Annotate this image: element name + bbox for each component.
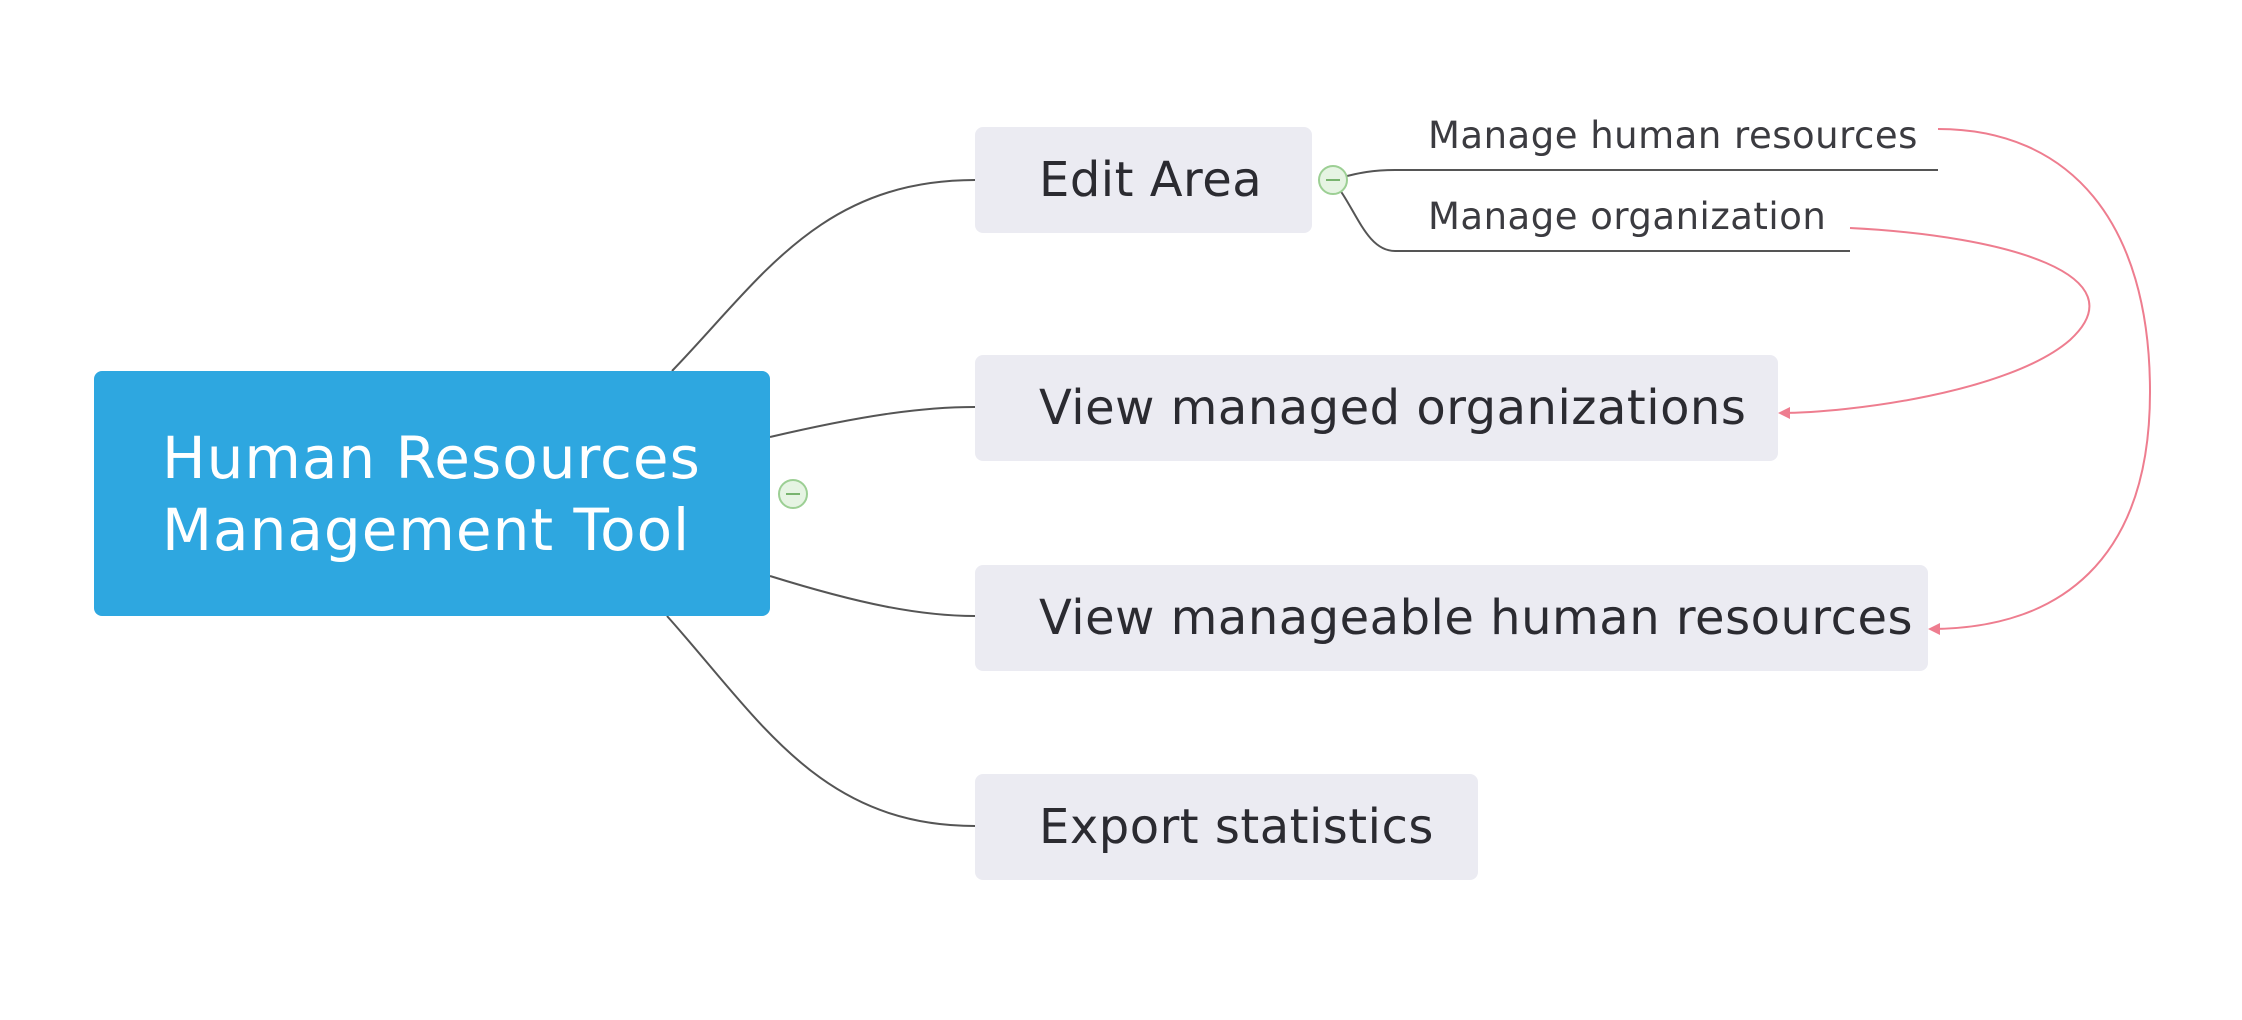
connector-edit-area-manage-human-resources	[1331, 169, 1938, 181]
connector-root-export-statistics	[666, 615, 976, 827]
topic-label: Edit Area	[1039, 152, 1263, 208]
collapse-toggle-root[interactable]	[778, 479, 808, 509]
topic-edit-area[interactable]: Edit Area	[975, 127, 1312, 233]
collapse-toggle-edit-area[interactable]	[1318, 165, 1348, 195]
connector-root-edit-area	[671, 179, 976, 372]
subtopic-manage-human-resources[interactable]: Manage human resources	[1428, 114, 1918, 157]
topic-view-manageable-human-resources[interactable]: View manageable human resources	[975, 565, 1928, 671]
topic-view-managed-organizations[interactable]: View managed organizations	[975, 355, 1778, 461]
root-topic[interactable]: Human Resources Management Tool	[94, 371, 770, 616]
topic-label: View manageable human resources	[1039, 590, 1913, 646]
connector-root-view-manageable-human-resources	[769, 575, 976, 617]
connector-root-view-managed-organizations	[769, 406, 976, 438]
subtopic-manage-organization[interactable]: Manage organization	[1428, 195, 1827, 238]
topic-label: Export statistics	[1039, 799, 1434, 855]
topic-export-statistics[interactable]: Export statistics	[975, 774, 1478, 880]
minus-circle-icon	[786, 493, 800, 495]
minus-circle-icon	[1326, 179, 1340, 181]
topic-label: View managed organizations	[1039, 380, 1747, 436]
root-topic-title: Human Resources Management Tool	[162, 423, 701, 564]
relationship-arrow-manage-organization	[1778, 227, 2091, 419]
relationship-arrow-manage-human-resources	[1928, 128, 2152, 635]
